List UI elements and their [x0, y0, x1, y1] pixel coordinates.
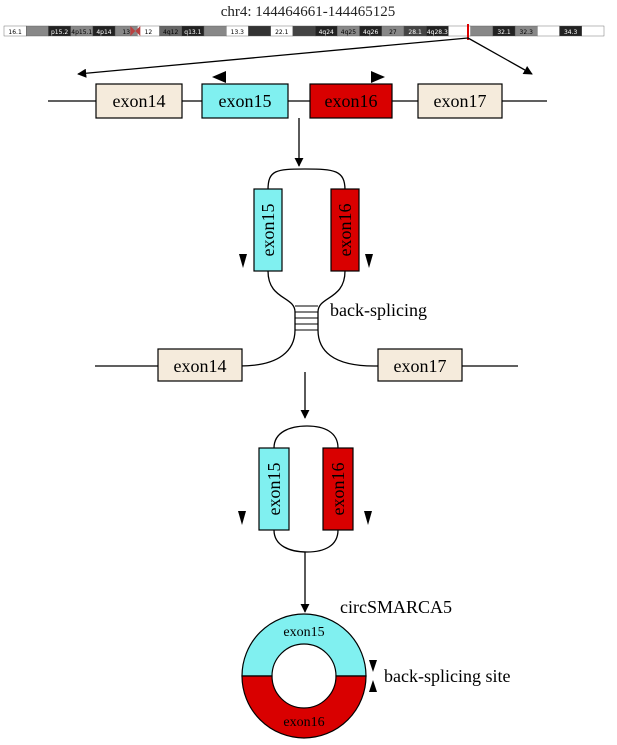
- ring-exon16-label: exon16: [283, 715, 324, 730]
- circle-top-arc: [273, 425, 339, 449]
- ideogram-band-label: p15.2: [51, 29, 68, 36]
- ideogram-band-label: 4q12: [163, 29, 178, 36]
- ideogram-band-label: 34.3: [564, 29, 578, 36]
- exon14-box: [95, 83, 183, 119]
- primer-reverse-icon: [212, 71, 226, 83]
- upper-loop: [267, 168, 346, 191]
- centromere-icon: [130, 26, 141, 36]
- ideogram-band-label: 16.1: [8, 29, 22, 36]
- primer-down-right-icon: [365, 254, 373, 268]
- primer-down-right-icon: [364, 511, 372, 525]
- ideogram-band-label: 13.3: [231, 29, 245, 36]
- exon14-lower-label: exon14: [174, 356, 227, 376]
- zoom-arrow-right: [467, 37, 533, 75]
- ideogram-band: [203, 25, 227, 37]
- circsmarca5-ring: circSMARCA5 exon15 exon16 back-splicing …: [241, 597, 510, 739]
- ideogram-band-label: q13.1: [184, 29, 201, 36]
- exon16-vertical-label: exon16: [335, 204, 355, 257]
- exon16-label: exon16: [325, 91, 378, 111]
- primer-down-left-icon: [239, 254, 247, 268]
- exon17-lower-label: exon17: [394, 356, 447, 376]
- junction-up-arrow-icon: [369, 680, 377, 692]
- right-stem-strand: [317, 270, 378, 367]
- left-stem-strand: [210, 270, 296, 367]
- ideogram-band-label: 12: [145, 29, 153, 36]
- exon17-lower-box: [377, 348, 463, 382]
- exon17-label: exon17: [434, 91, 487, 111]
- circle-bottom-arc: [273, 529, 339, 553]
- exon15-box: [201, 83, 289, 119]
- exon14-label: exon14: [113, 91, 166, 111]
- exon15-vertical-label: exon15: [258, 204, 278, 257]
- ideogram-band: [292, 25, 316, 37]
- ideogram-band-label: 27: [389, 29, 397, 36]
- gene-structure-linear: exon14 exon15 exon16 exon17: [48, 71, 547, 119]
- ideogram-band-label: 32.1: [497, 29, 511, 36]
- ideogram-band-label: 4p15.1: [71, 29, 92, 36]
- back-splicing-site-label: back-splicing site: [384, 666, 510, 686]
- exon17-box: [417, 83, 503, 119]
- junction-down-arrow-icon: [369, 660, 377, 672]
- exon16-circ-label: exon16: [328, 463, 348, 516]
- ideogram-band: [26, 25, 49, 37]
- ideogram-band: [581, 25, 605, 37]
- primer-forward-icon: [371, 71, 385, 83]
- ideogram-band-label: 4q28.3: [427, 29, 448, 36]
- ideogram-band-label: 4q26: [363, 29, 378, 36]
- zoom-arrow-left: [77, 37, 469, 78]
- ideogram-band-label: 4p14: [96, 29, 111, 36]
- ideogram-band: [470, 25, 494, 37]
- exon15-circ-box: [258, 447, 290, 531]
- exon15-label: exon15: [219, 91, 272, 111]
- ideogram-band-label: 4q24: [319, 29, 334, 36]
- circularized-exons: exon15 exon16: [238, 425, 372, 553]
- exon16-vertical-box: [330, 188, 360, 272]
- exon16-box: [309, 83, 393, 119]
- exon16-circ-box: [322, 447, 354, 531]
- primer-down-left-icon: [238, 511, 246, 525]
- circrna-name: circSMARCA5: [340, 597, 452, 617]
- back-splicing-intermediate: exon15 exon16 back-splicing exon14 exon1…: [95, 168, 518, 382]
- ideogram-band: [248, 25, 271, 37]
- ideogram-band: [537, 25, 560, 37]
- ideogram-band-label: 4q25: [341, 29, 356, 36]
- ideogram-band-label: 32.3: [520, 29, 534, 36]
- back-splicing-label: back-splicing: [330, 300, 427, 320]
- exon15-circ-label: exon15: [264, 463, 284, 516]
- ideogram-band-label: 28.1: [408, 29, 422, 36]
- ideogram-band-label: 13: [122, 29, 130, 36]
- ring-lower-half-exon16: [241, 675, 367, 739]
- exon14-lower-box: [157, 348, 243, 382]
- ideogram-band-label: 22.1: [275, 29, 289, 36]
- ring-upper-half-exon15: [241, 613, 367, 677]
- ring-exon15-label: exon15: [283, 625, 324, 640]
- locus-title: chr4: 144464661-144465125: [221, 4, 396, 20]
